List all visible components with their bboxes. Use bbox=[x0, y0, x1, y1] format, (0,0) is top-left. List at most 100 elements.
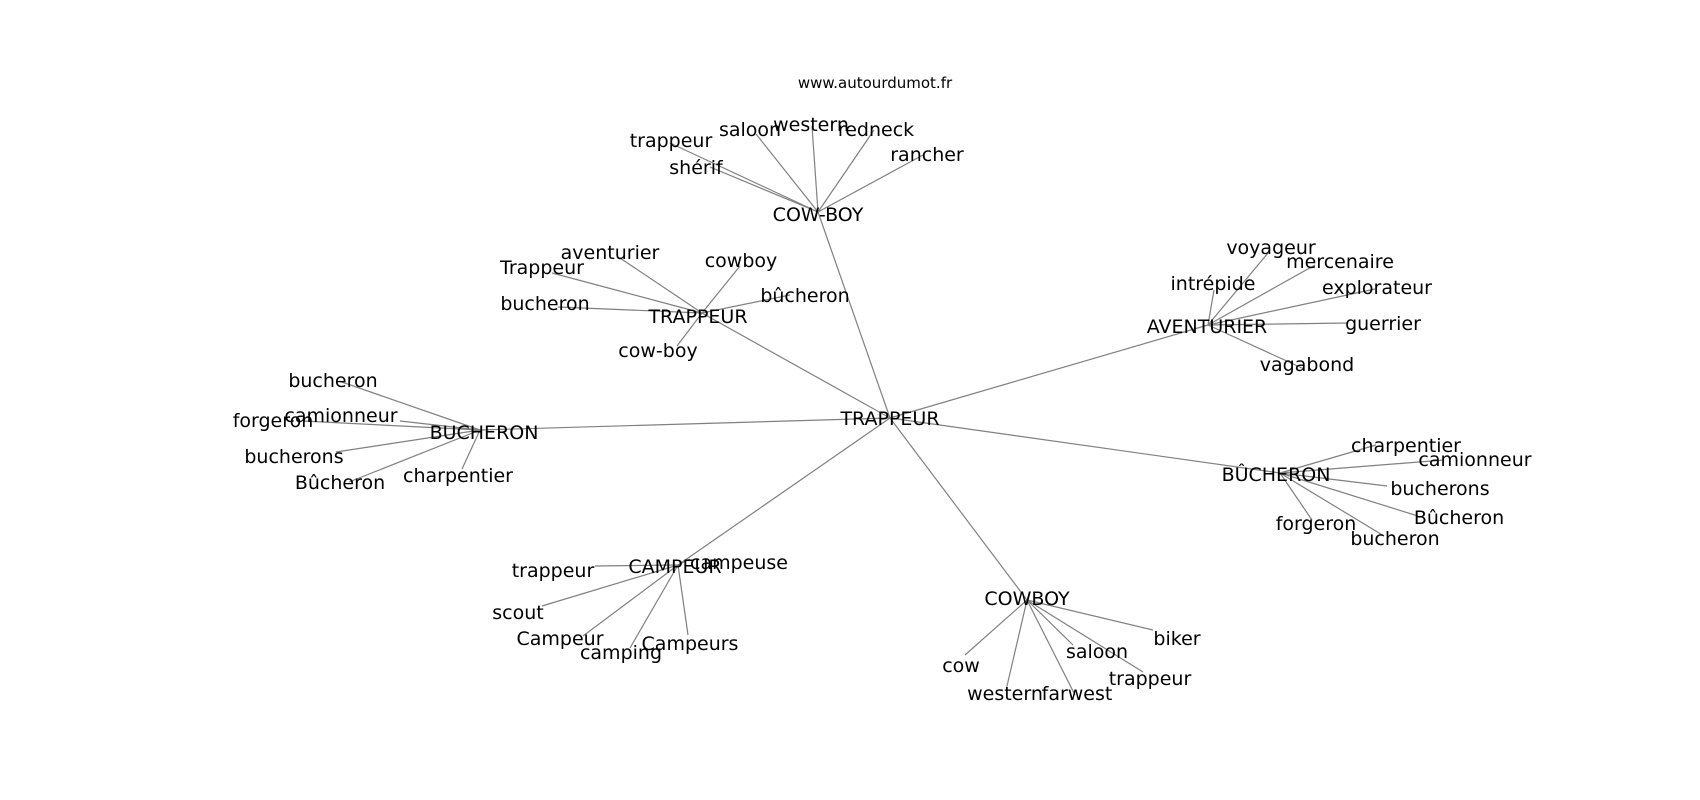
neighbor-node-label[interactable]: explorateur bbox=[1322, 277, 1432, 299]
edge-campeur-to-neighbor bbox=[541, 564, 679, 607]
edge-bucheron-accent-to-neighbor bbox=[1279, 472, 1388, 487]
edge-aventurier-to-neighbor bbox=[1207, 289, 1215, 326]
edge-cowboy-to-neighbor bbox=[1026, 599, 1144, 673]
neighbor-node-label[interactable]: trappeur bbox=[630, 130, 713, 152]
hub-node-label[interactable]: COW-BOY bbox=[773, 204, 864, 226]
edge-bucheron-upper-to-neighbor bbox=[348, 429, 481, 483]
neighbor-node-label[interactable]: rancher bbox=[890, 144, 964, 166]
edge-cowboy-to-neighbor bbox=[1026, 599, 1074, 646]
edge-bucheron-upper-to-neighbor bbox=[302, 420, 481, 431]
edge-campeur-to-neighbor bbox=[677, 558, 691, 566]
neighbor-node-label[interactable]: scout bbox=[492, 602, 543, 624]
site-url[interactable]: www.autourdumot.fr bbox=[798, 74, 953, 92]
edge-bucheron-upper-to-neighbor bbox=[335, 429, 481, 453]
neighbor-node-label[interactable]: guerrier bbox=[1345, 313, 1421, 335]
edge-bucheron-accent-to-neighbor bbox=[1279, 459, 1445, 474]
hub-node-label[interactable]: BÛCHERON bbox=[1222, 462, 1331, 486]
hub-node-label[interactable]: TRAPPEUR bbox=[647, 306, 747, 328]
neighbor-node-label[interactable]: charpentier bbox=[1351, 435, 1461, 457]
neighbor-node-label[interactable]: camping bbox=[580, 642, 662, 664]
edge-center-to-aventurier bbox=[889, 324, 1209, 419]
neighbor-node-label[interactable]: cow-boy bbox=[618, 340, 697, 362]
neighbor-node-label[interactable]: redneck bbox=[838, 119, 914, 141]
edge-cowboy-to-neighbor bbox=[1026, 599, 1154, 631]
neighbor-node-label[interactable]: vagabond bbox=[1260, 354, 1354, 376]
edge-bucheron-upper-to-neighbor bbox=[399, 420, 481, 431]
edge-campeur-to-neighbor bbox=[677, 564, 689, 636]
neighbor-node-label[interactable]: biker bbox=[1153, 628, 1200, 650]
edge-aventurier-to-neighbor bbox=[1207, 252, 1269, 326]
edge-cow-boy-to-neighbor bbox=[709, 166, 819, 213]
edge-trappeur-to-neighbor bbox=[676, 312, 703, 347]
edge-campeur-to-neighbor bbox=[594, 564, 679, 567]
edge-campeur-to-neighbor bbox=[582, 564, 679, 637]
neighbor-node-label[interactable]: camionneur bbox=[284, 405, 397, 427]
neighbor-node-label[interactable]: bucheron bbox=[1350, 528, 1439, 550]
neighbor-node-label[interactable]: western bbox=[773, 114, 849, 136]
hub-node-label[interactable]: AVENTURIER bbox=[1147, 316, 1268, 338]
neighbor-node-label[interactable]: voyageur bbox=[1226, 237, 1316, 259]
neighbor-node-label[interactable]: trappeur bbox=[1109, 668, 1192, 690]
edge-aventurier-to-neighbor bbox=[1207, 324, 1303, 369]
neighbor-node-label[interactable]: western bbox=[967, 683, 1043, 705]
edge-bucheron-accent-to-neighbor bbox=[1279, 472, 1419, 517]
neighbor-node-label[interactable]: shérif bbox=[669, 157, 724, 179]
neighbor-node-label[interactable]: intrépide bbox=[1171, 273, 1256, 295]
edge-trappeur-to-neighbor bbox=[557, 306, 703, 314]
center-node-label[interactable]: TRAPPEUR bbox=[839, 408, 939, 430]
edge-cow-boy-to-neighbor bbox=[817, 129, 875, 213]
neighbor-node-label[interactable]: Bûcheron bbox=[295, 472, 385, 494]
edge-aventurier-to-neighbor bbox=[1207, 322, 1348, 326]
edge-cow-boy-to-neighbor bbox=[669, 142, 819, 213]
neighbor-node-label[interactable]: bucheron bbox=[288, 370, 377, 392]
neighbor-node-label[interactable]: forgeron bbox=[233, 410, 314, 432]
edge-cow-boy-to-neighbor bbox=[817, 154, 924, 213]
neighbor-node-label[interactable]: mercenaire bbox=[1286, 251, 1394, 273]
neighbor-node-label[interactable]: saloon bbox=[719, 119, 781, 141]
neighbor-node-label[interactable]: bucherons bbox=[1390, 478, 1489, 500]
neighbor-node-label[interactable]: saloon bbox=[1066, 641, 1128, 663]
neighbor-node-label[interactable]: campeuse bbox=[690, 552, 788, 574]
edge-trappeur-to-neighbor bbox=[701, 265, 741, 314]
edge-center-to-trappeur bbox=[701, 312, 891, 419]
edge-campeur-to-neighbor bbox=[629, 564, 679, 649]
edge-center-to-campeur bbox=[677, 417, 891, 566]
hub-node-label[interactable]: CAMPEUR bbox=[628, 556, 721, 578]
edge-bucheron-accent-to-neighbor bbox=[1279, 472, 1313, 521]
edge-bucheron-accent-to-neighbor bbox=[1279, 472, 1385, 537]
edge-bucheron-accent-to-neighbor bbox=[1279, 444, 1377, 474]
neighbor-node-label[interactable]: bucheron bbox=[500, 293, 589, 315]
edge-cow-boy-to-neighbor bbox=[811, 125, 819, 213]
neighbor-node-label[interactable]: Campeurs bbox=[642, 633, 739, 655]
edge-cowboy-to-neighbor bbox=[1026, 599, 1076, 696]
neighbor-node-label[interactable]: bucherons bbox=[244, 446, 343, 468]
neighbor-node-label[interactable]: forgeron bbox=[1276, 513, 1357, 535]
edge-center-to-cow-boy bbox=[817, 211, 891, 419]
neighbor-node-label[interactable]: trappeur bbox=[512, 560, 595, 582]
edge-center-to-cowboy bbox=[889, 417, 1028, 601]
neighbor-node-label[interactable]: farwest bbox=[1042, 683, 1113, 705]
neighbor-node-label[interactable]: bûcheron bbox=[760, 285, 849, 307]
graph-edges bbox=[302, 125, 1445, 696]
edge-center-to-bucheron-accent bbox=[889, 417, 1281, 474]
hub-node-label[interactable]: COWBOY bbox=[984, 588, 1070, 610]
edge-cowboy-to-neighbor bbox=[1006, 599, 1028, 687]
edge-trappeur-to-neighbor bbox=[619, 257, 703, 314]
edge-aventurier-to-neighbor bbox=[1207, 264, 1316, 326]
neighbor-node-label[interactable]: Trappeur bbox=[499, 257, 584, 279]
edge-cowboy-to-neighbor bbox=[964, 599, 1028, 656]
edge-trappeur-to-neighbor bbox=[701, 294, 791, 314]
edge-bucheron-upper-to-neighbor bbox=[461, 429, 481, 470]
edge-bucheron-upper-to-neighbor bbox=[338, 380, 481, 431]
neighbor-node-label[interactable]: camionneur bbox=[1418, 449, 1531, 471]
neighbor-node-label[interactable]: cowboy bbox=[705, 250, 778, 272]
edge-cow-boy-to-neighbor bbox=[755, 133, 819, 213]
neighbor-node-label[interactable]: aventurier bbox=[561, 242, 660, 264]
hub-node-label[interactable]: BUCHERON bbox=[430, 422, 539, 444]
neighbor-node-label[interactable]: Campeur bbox=[516, 628, 603, 650]
neighbor-node-label[interactable]: Bûcheron bbox=[1414, 507, 1504, 529]
graph-labels: www.autourdumot.fr TRAPPEUR trappeur salo… bbox=[233, 74, 1532, 705]
neighbor-node-label[interactable]: charpentier bbox=[403, 465, 513, 487]
neighbor-node-label[interactable]: cow bbox=[942, 655, 980, 677]
